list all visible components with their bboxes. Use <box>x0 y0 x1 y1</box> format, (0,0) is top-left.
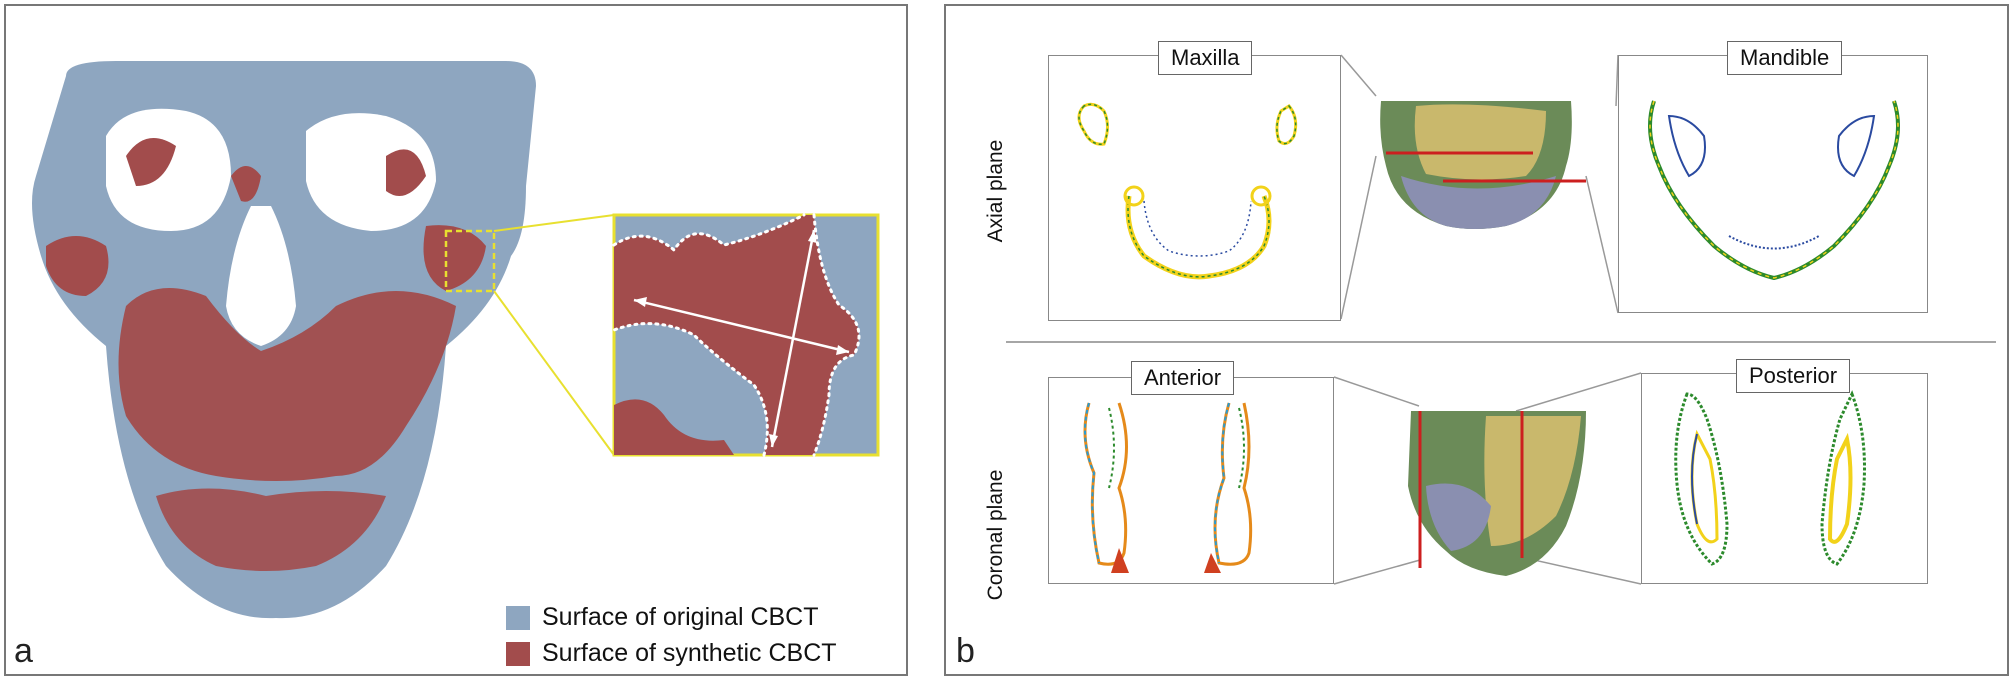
coronal-connector-right-top <box>1515 372 1642 412</box>
synthetic-patch-cheek-right <box>423 225 486 291</box>
anterior-contours <box>1083 402 1253 573</box>
posterior-contours <box>1674 390 1866 566</box>
panel-a: Surface of original CBCT Surface of synt… <box>4 4 908 676</box>
right-orbit <box>306 113 436 231</box>
zoom-synthetic-bottom <box>614 399 734 455</box>
zoom-arrow-horizontal <box>633 298 850 354</box>
nasal-cavity <box>226 206 296 346</box>
inset-anterior <box>1048 377 1334 584</box>
mandible-contours <box>1648 100 1900 281</box>
panel-b-illustrations <box>1006 54 1996 585</box>
axial-skull-thumbnail <box>1380 101 1586 229</box>
label-maxilla: Maxilla <box>1158 41 1253 75</box>
axial-connector-right-top <box>1615 54 1619 107</box>
label-mandible: Mandible <box>1727 41 1843 75</box>
zoom-boundary-dotted <box>612 213 861 457</box>
panel-letter-a: a <box>14 632 33 670</box>
legend-swatch-original <box>506 605 530 630</box>
zoom-connector-bottom <box>493 290 615 456</box>
zoom-inset <box>612 213 880 457</box>
legend-label-original: Surface of original CBCT <box>542 603 819 631</box>
zoom-arrow-vertical <box>770 229 816 448</box>
legend-item-original: Surface of original CBCT <box>506 603 819 632</box>
maxilla-contours <box>1077 102 1298 280</box>
axial-connector-right-bottom <box>1585 175 1619 314</box>
inset-maxilla <box>1048 55 1341 321</box>
synthetic-patch-cheek-left <box>46 236 109 296</box>
coronal-connector-left-bottom <box>1333 559 1421 585</box>
zoom-connector-top <box>493 214 615 232</box>
skull-frontal-illustration <box>32 61 880 619</box>
inset-posterior <box>1641 373 1928 584</box>
panel-letter-b: b <box>956 632 975 670</box>
coronal-connector-left-top <box>1333 376 1420 407</box>
synthetic-patch-orbit-left <box>126 138 176 186</box>
synthetic-patch-nasal-side <box>231 166 261 202</box>
axial-connector-left-top <box>1340 54 1377 97</box>
synthetic-patch-mandible <box>156 488 386 571</box>
coronal-skull-thumbnail <box>1408 411 1586 576</box>
left-orbit <box>106 108 231 231</box>
inset-mandible <box>1618 55 1928 313</box>
label-posterior: Posterior <box>1736 359 1851 393</box>
highlight-box <box>444 229 496 293</box>
label-anterior: Anterior <box>1131 361 1235 395</box>
synthetic-patch-maxilla <box>118 288 456 481</box>
legend-item-synthetic: Surface of synthetic CBCT <box>506 639 837 668</box>
synthetic-patch-orbit-right <box>386 149 426 196</box>
legend-swatch-synthetic <box>506 641 530 666</box>
panel-b: Axial plane Coronal plane <box>944 4 2009 676</box>
zoom-synthetic-region <box>614 215 859 455</box>
legend-label-synthetic: Surface of synthetic CBCT <box>542 639 837 667</box>
axial-connector-left-bottom <box>1340 155 1377 320</box>
